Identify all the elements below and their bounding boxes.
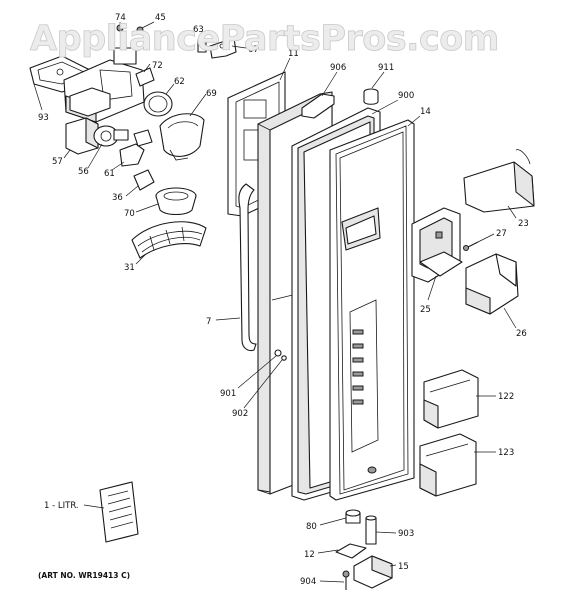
door-shelf-slots: [352, 329, 364, 405]
hinge-bushing-80: [345, 509, 361, 524]
callout-7: 7: [206, 317, 211, 327]
bin-123: [419, 433, 477, 497]
callout-903: 903: [398, 529, 414, 539]
lever-36: [133, 169, 155, 191]
callout-70: 70: [124, 209, 135, 219]
screw-904: [342, 570, 350, 590]
cup-70: [155, 187, 197, 216]
callout-122: 122: [498, 392, 514, 402]
callout-93: 93: [38, 113, 49, 123]
valve-56: [93, 125, 129, 147]
callout-1-litr: 1 - LITR.: [44, 501, 79, 511]
door-hinge-pin: [367, 466, 377, 474]
callout-14: 14: [420, 107, 431, 117]
callout-62: 62: [174, 77, 185, 87]
ring-62: [143, 91, 173, 117]
bin-122: [423, 369, 479, 429]
clip-63-67: [197, 37, 237, 59]
leader-lines: [33, 21, 517, 583]
cap-911: [363, 88, 379, 105]
callout-57: 57: [52, 157, 63, 167]
callout-61: 61: [104, 169, 115, 179]
callout-900: 900: [398, 91, 414, 101]
switch-57: [65, 117, 99, 155]
callout-15: 15: [398, 562, 409, 572]
callout-74: 74: [115, 13, 126, 23]
screw-45: [136, 26, 144, 34]
callout-911: 911: [378, 63, 394, 73]
callout-80: 80: [306, 522, 317, 532]
callout-67: 67: [248, 45, 259, 55]
top-trim: [301, 93, 335, 119]
callout-labels: 74 45 63 67 11 906 911 900 14 93 72 62 6…: [38, 13, 529, 587]
callout-902: 902: [232, 409, 248, 419]
hinge-bracket-15: [353, 555, 393, 589]
callout-36: 36: [112, 193, 123, 203]
art-number: (ART NO. WR19413 C): [38, 571, 130, 580]
callout-31: 31: [124, 263, 135, 273]
callout-23: 23: [518, 219, 529, 229]
dispenser-recess: [341, 207, 381, 453]
screw-902: [281, 355, 287, 361]
actuator-61: [119, 129, 153, 167]
callout-63: 63: [193, 25, 204, 35]
callout-56: 56: [78, 167, 89, 177]
grille-31: [131, 221, 207, 259]
callout-45: 45: [155, 13, 166, 23]
screw-901: [274, 349, 282, 357]
callout-72: 72: [152, 61, 163, 71]
callout-904: 904: [300, 577, 316, 587]
literature-booklet: [99, 481, 139, 543]
callout-11: 11: [288, 49, 299, 59]
callout-906: 906: [330, 63, 346, 73]
hinge-plate-12: [335, 543, 367, 559]
callout-69: 69: [206, 89, 217, 99]
watermark-text: AppliancePartsPros.com: [30, 19, 499, 59]
callout-27: 27: [496, 229, 507, 239]
hinge-pin-903: [365, 515, 377, 545]
dispenser-housing: [63, 47, 145, 123]
callout-25: 25: [420, 305, 431, 315]
callout-123: 123: [498, 448, 514, 458]
callout-26: 26: [516, 329, 527, 339]
chute-69: [159, 113, 205, 161]
bin-26: [465, 253, 519, 315]
bin-23: [463, 149, 535, 213]
callout-12: 12: [304, 550, 315, 560]
callout-901: 901: [220, 389, 236, 399]
dispenser-tray-25: [411, 207, 463, 283]
door-handle: [238, 183, 257, 352]
